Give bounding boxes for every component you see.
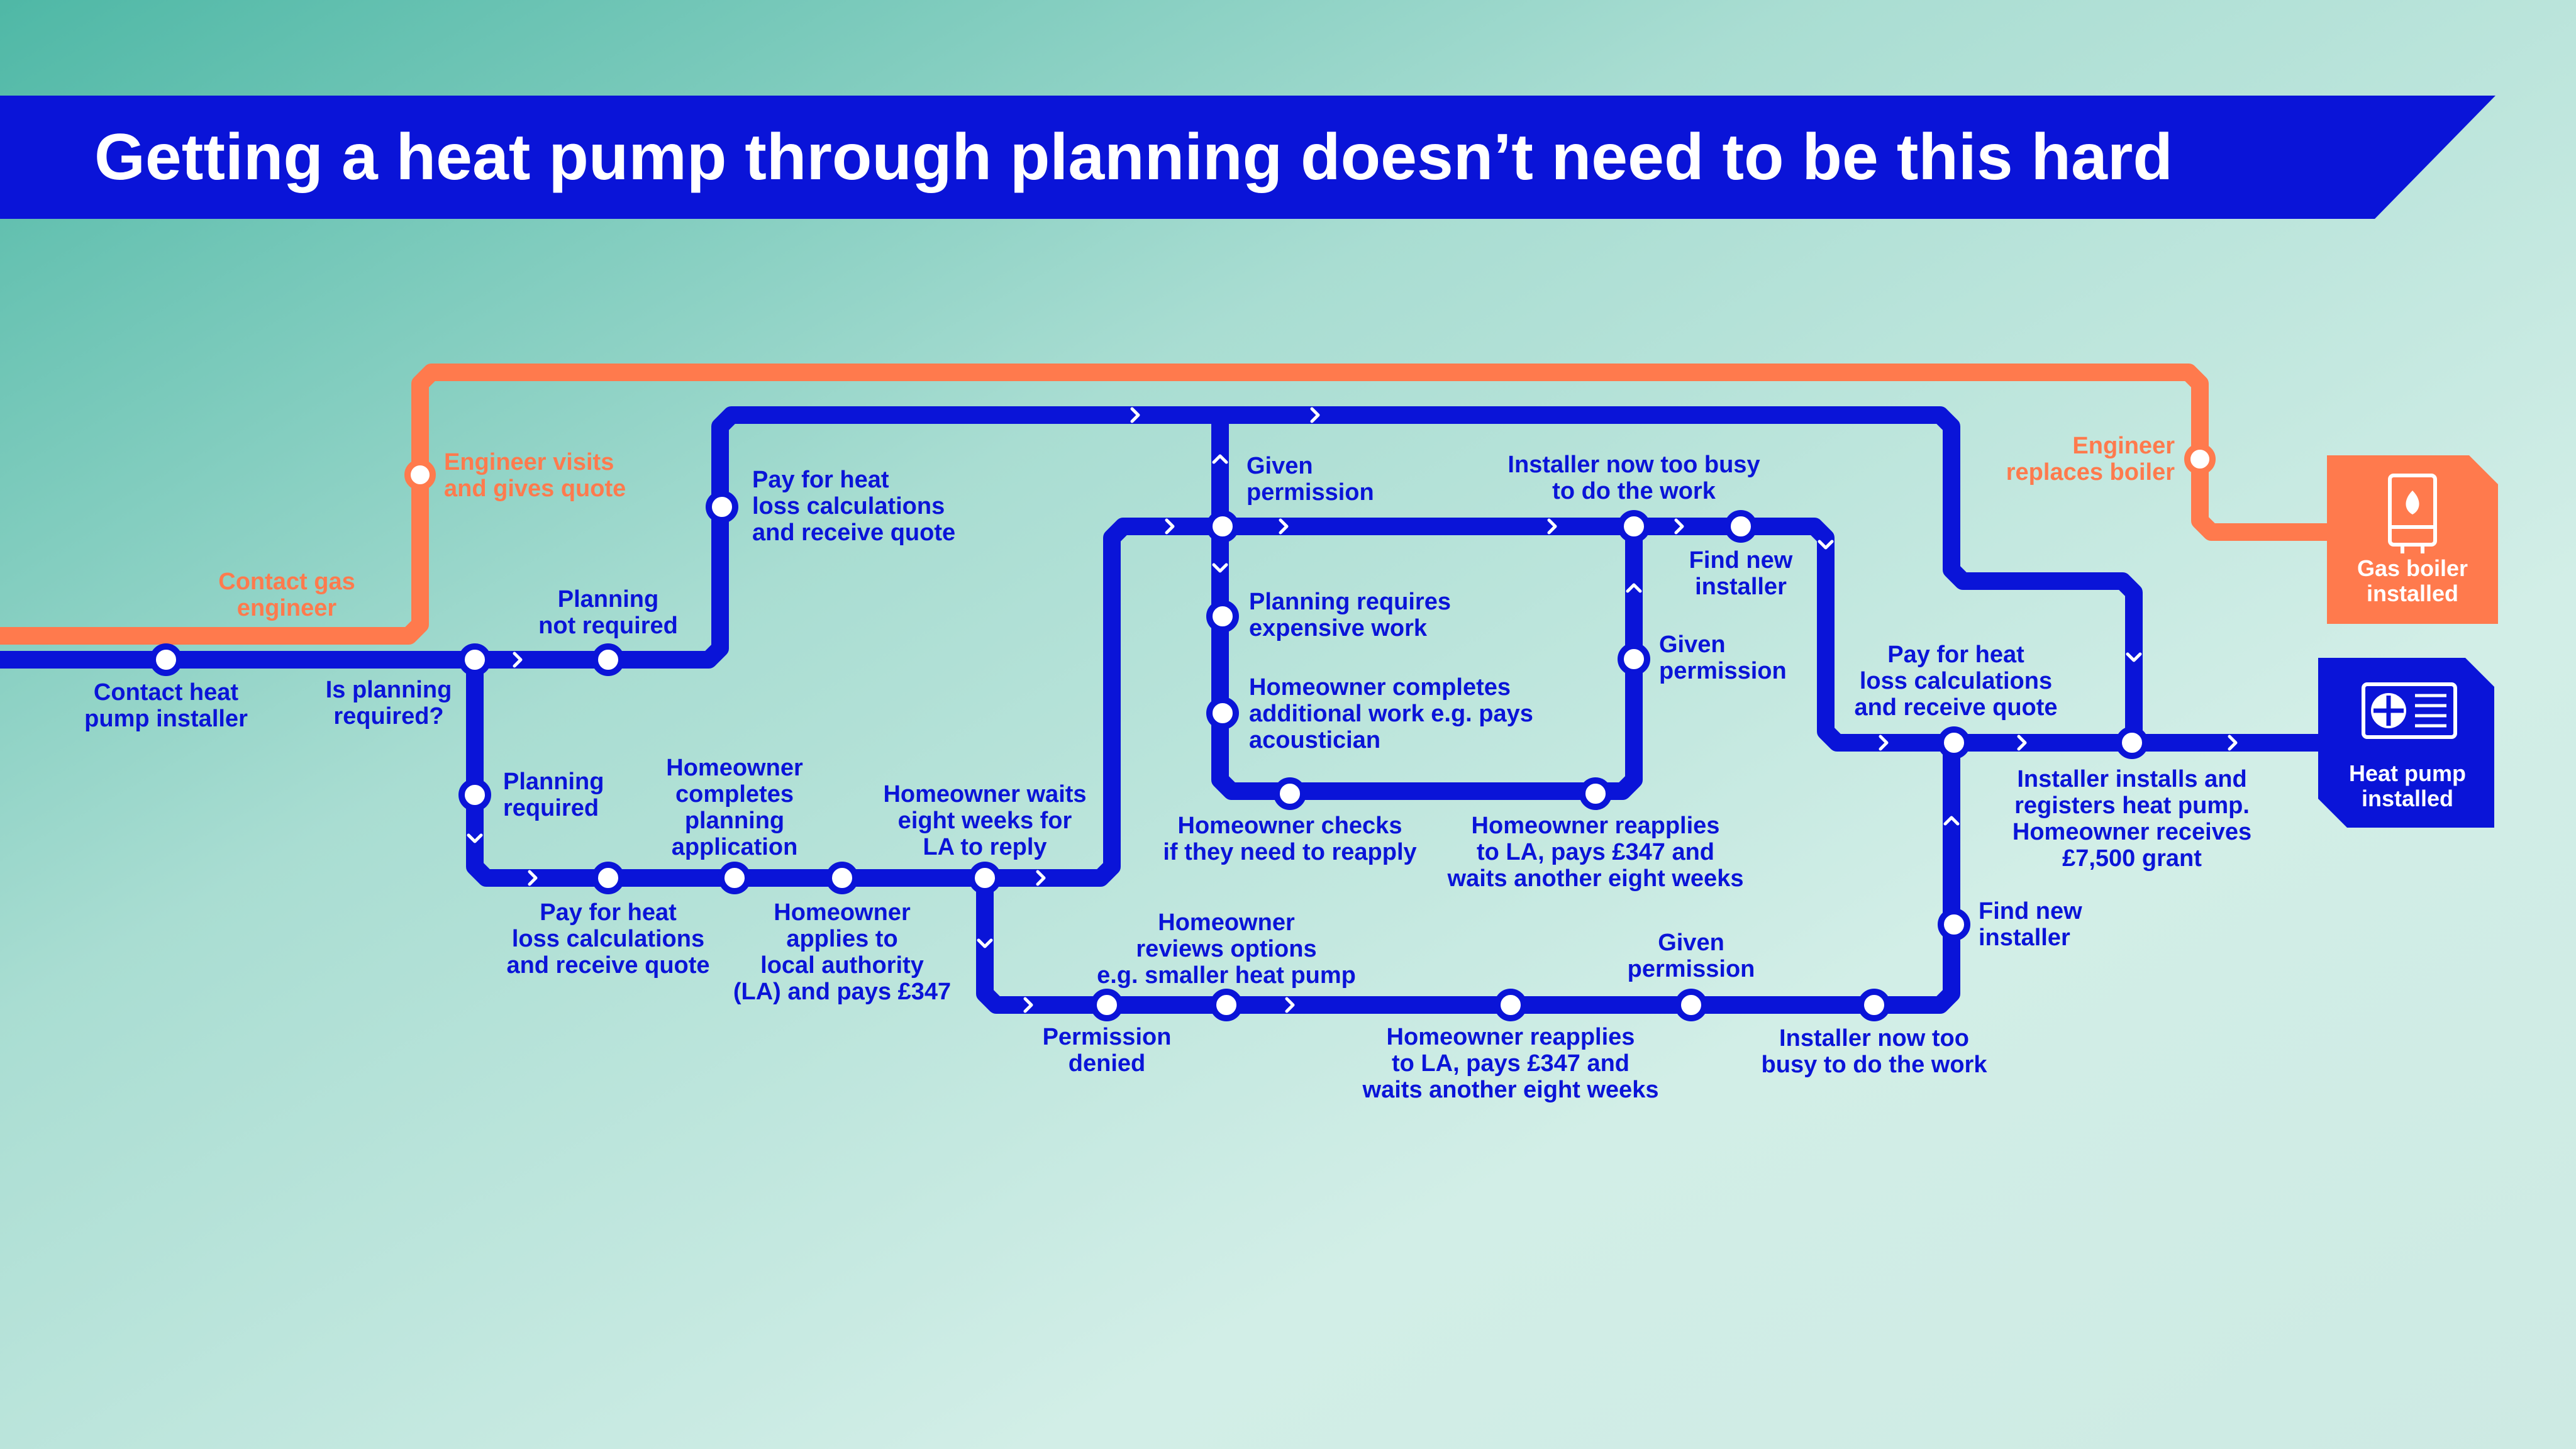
label-reapplies-1: Homeowner reapplies to LA, pays £347 and… [1447, 813, 1744, 892]
station-find-new-installer-1 [1724, 510, 1757, 543]
heat-pump-routes [0, 406, 2327, 1014]
station-installer-installs [2116, 726, 2148, 759]
label-pay-heat-loss-top: Pay for heat loss calculations and recei… [752, 467, 956, 546]
label-installer-busy-2: Installer now too busy to do the work [1761, 1025, 1987, 1078]
station-installer-busy-1 [1618, 510, 1650, 543]
title-banner [0, 96, 2496, 219]
label-completes-application: Homeowner completes planning application [666, 755, 803, 860]
label-reapplies-2: Homeowner reapplies to LA, pays £347 and… [1362, 1024, 1659, 1103]
station-contact-installer [150, 643, 182, 676]
station-reviews-options [1210, 989, 1243, 1021]
station-engineer-visits [404, 459, 436, 491]
label-engineer-visits: Engineer visits and gives quote [444, 449, 626, 502]
station-applies-to-la [826, 862, 858, 894]
boiler-icon [2388, 474, 2437, 553]
heat-pump-terminal [2318, 658, 2494, 828]
station-find-new-installer-2 [1938, 908, 1970, 941]
label-given-permission-2: Given permission [1659, 631, 1787, 684]
gas-boiler-label: Gas boiler installed [2357, 555, 2468, 606]
station-waits-eight-weeks [969, 862, 1001, 894]
label-applies-to-la: Homeowner applies to local authority (LA… [733, 899, 952, 1005]
station-planning-required [458, 779, 491, 811]
station-markers [150, 443, 2216, 1021]
station-pay-heat-loss-bottom [592, 862, 625, 894]
heat-pump-label: Heat pump installed [2348, 760, 2467, 811]
label-find-new-installer-1: Find new installer [1689, 547, 1793, 600]
station-reapplies-2 [1494, 989, 1527, 1021]
label-waits-eight-weeks: Homeowner waits eight weeks for LA to re… [883, 781, 1087, 860]
label-is-planning-required: Is planning required? [325, 677, 452, 730]
label-checks-reapply: Homeowner checks if they need to reapply [1163, 813, 1417, 865]
station-given-permission-3 [1675, 989, 1707, 1021]
label-installer-installs: Installer installs and registers heat pu… [2012, 766, 2252, 872]
label-pay-heat-loss-right: Pay for heat loss calculations and recei… [1854, 641, 2058, 721]
label-permission-denied: Permission denied [1042, 1024, 1172, 1077]
station-planning-requires-work [1206, 600, 1239, 633]
station-pay-heat-loss-top [706, 491, 738, 523]
label-reviews-options: Homeowner reviews options e.g. smaller h… [1097, 909, 1356, 989]
station-installer-busy-2 [1858, 989, 1890, 1021]
label-given-permission-3: Given permission [1627, 930, 1755, 982]
station-completes-application [718, 862, 751, 894]
direction-arrows [467, 407, 2238, 1013]
station-given-permission-1 [1206, 510, 1239, 543]
label-contact-installer: Contact heat pump installer [84, 679, 248, 732]
station-pay-heat-loss-right [1938, 726, 1970, 759]
station-planning-not-required [592, 643, 625, 676]
label-given-permission-1: Given permission [1246, 453, 1374, 506]
label-planning-not-required: Planning not required [538, 586, 678, 639]
label-planning-required: Planning required [503, 769, 604, 821]
heat-pump-icon [2362, 682, 2457, 739]
page-title: Getting a heat pump through planning doe… [94, 121, 2173, 194]
station-engineer-replaces-boiler [2184, 443, 2216, 475]
label-contact-gas-engineer: Contact gas engineer [218, 569, 355, 621]
label-additional-work: Homeowner completes additional work e.g.… [1249, 674, 1533, 753]
label-planning-requires-work: Planning requires expensive work [1249, 589, 1451, 641]
station-is-planning-required [458, 643, 491, 676]
label-installer-busy-1: Installer now too busy to do the work [1507, 452, 1760, 504]
station-given-permission-2 [1618, 643, 1650, 675]
gas-boiler-terminal [2327, 455, 2498, 624]
label-find-new-installer-2: Find new installer [1979, 898, 2082, 951]
station-additional-work [1206, 697, 1239, 730]
label-pay-heat-loss-bottom: Pay for heat loss calculations and recei… [506, 899, 710, 979]
station-permission-denied [1091, 989, 1123, 1021]
gas-boiler-route [0, 364, 2340, 645]
station-reapplies-1 [1579, 777, 1612, 810]
label-engineer-replaces-boiler: Engineer replaces boiler [2006, 433, 2175, 486]
station-checks-reapply [1274, 777, 1306, 810]
